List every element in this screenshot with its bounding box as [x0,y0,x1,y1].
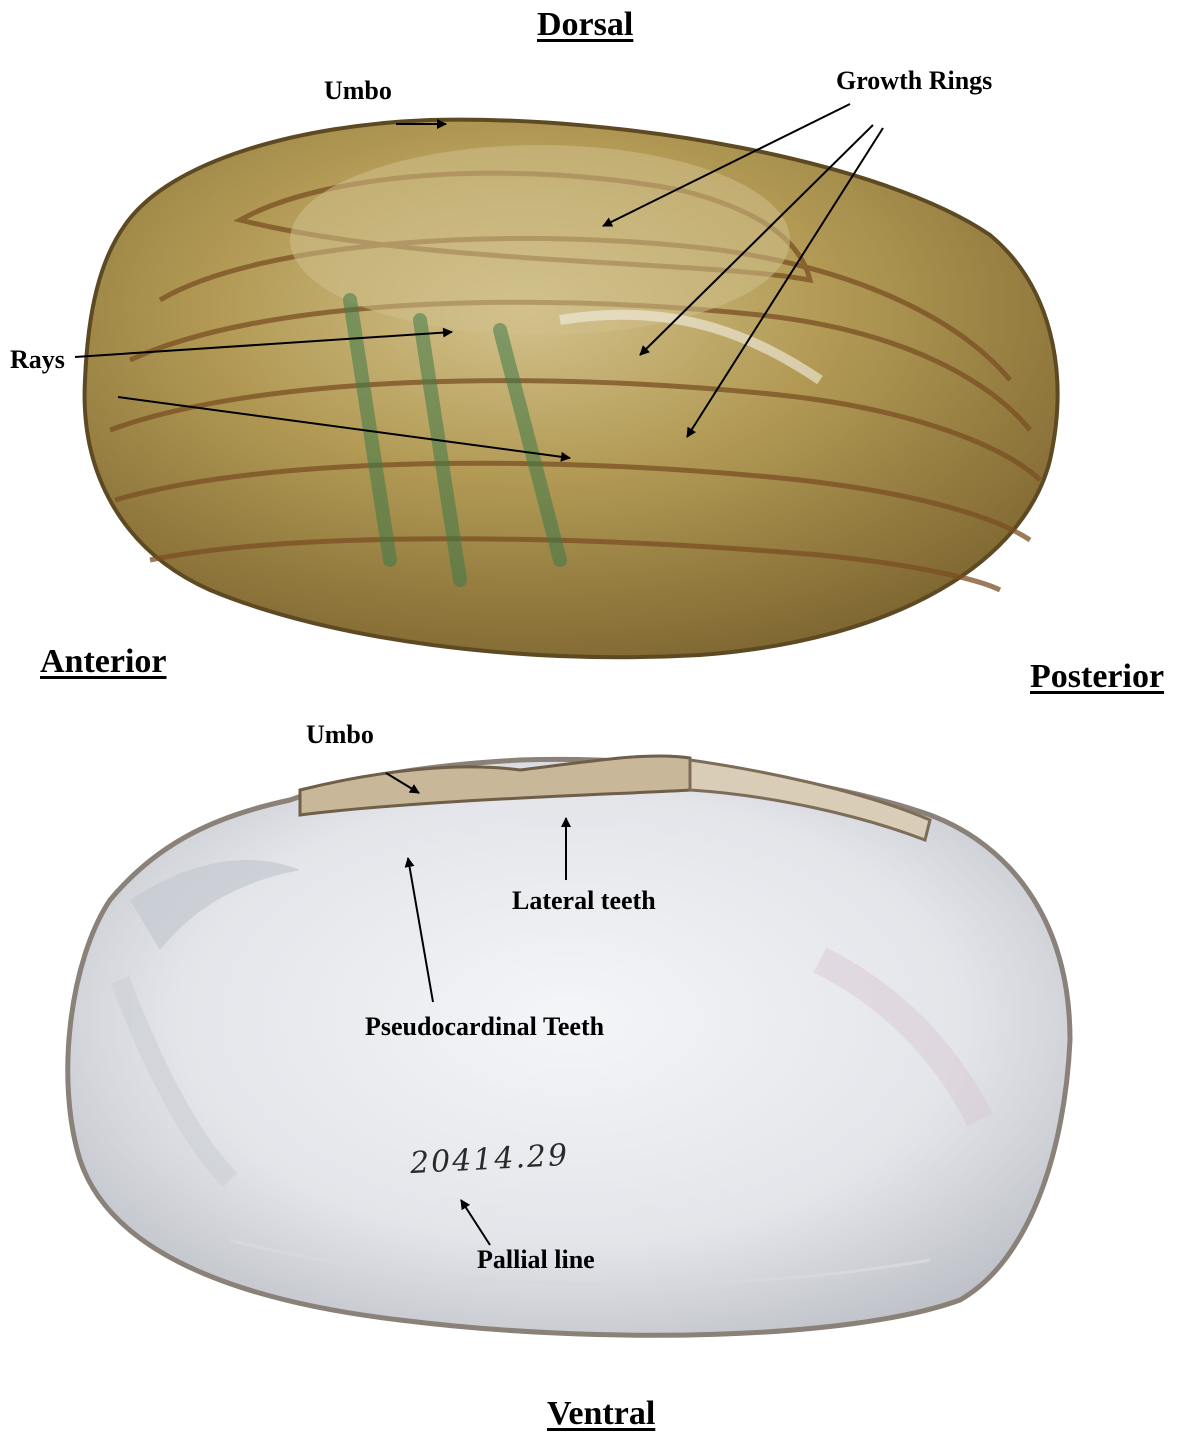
interior-umbo-label: Umbo [306,720,374,750]
umbo-label: Umbo [324,76,392,106]
rays-label: Rays [10,345,65,375]
dorsal-heading: Dorsal [537,6,633,44]
pallial-line-label: Pallial line [477,1245,595,1275]
ventral-heading: Ventral [547,1395,655,1433]
pseudocardinal-teeth-label: Pseudocardinal Teeth [365,1012,604,1042]
growth-rings-label: Growth Rings [836,66,992,96]
posterior-heading: Posterior [1030,658,1164,696]
lateral-teeth-label: Lateral teeth [512,886,656,916]
exterior-shell [85,120,1058,658]
anterior-heading: Anterior [40,643,167,681]
